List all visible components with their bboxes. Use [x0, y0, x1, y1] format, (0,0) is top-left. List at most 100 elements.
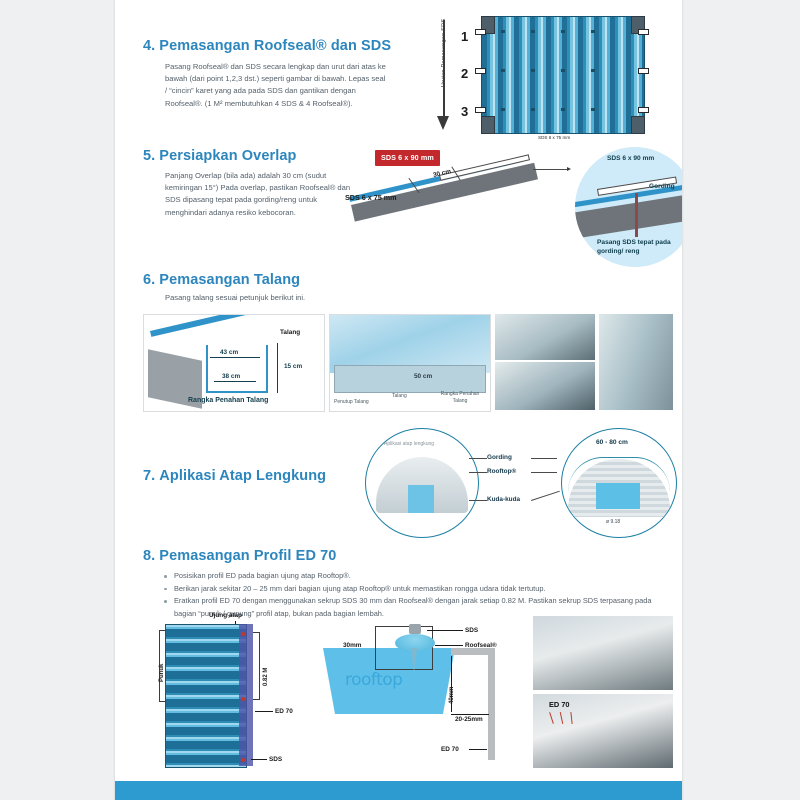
label-sds-6x75: SDS 6 x 75 mm	[345, 193, 397, 202]
roof-cap-bottom-right	[631, 116, 645, 134]
section-4-number: 4.	[143, 38, 156, 54]
screw-dot	[501, 108, 505, 111]
screw-marker	[475, 29, 486, 35]
section-8-bullets: Posisikan profil ED pada bagian ujung at…	[143, 570, 658, 620]
dim-20-25mm: 20-25mm	[455, 716, 483, 723]
section-4: 4.Pemasangan Roofseal® dan SDS Pasang Ro…	[143, 38, 391, 110]
sds-point	[241, 697, 245, 701]
section-7-number: 7.	[143, 468, 156, 484]
section-6: 6.Pemasangan Talang Pasang talang sesuai…	[143, 272, 443, 304]
leader-line	[531, 490, 560, 501]
page-content: 4.Pemasangan Roofseal® dan SDS Pasang Ro…	[115, 0, 682, 800]
overlap-zoom-bubble: SDS 6 x 90 mm Gording Pasang SDS tepat p…	[575, 147, 682, 267]
label-ujung-atap: Ujung atap	[209, 612, 243, 619]
arrow-head	[437, 116, 450, 130]
bullet-item: Eratkan profil ED 70 dengan menggunakan …	[161, 595, 658, 620]
label-talang-3d: Talang	[392, 393, 407, 399]
dim-0-82m: 0.82 M	[263, 667, 269, 686]
section-5-number: 5.	[143, 148, 156, 164]
arrow-shaft	[443, 20, 445, 118]
label-rooftop: Rooftop®	[487, 468, 517, 475]
screw-dot	[501, 69, 505, 72]
figure-4-caption: SDS 6 x 75 mm	[538, 135, 571, 140]
gutter-photo-1	[495, 314, 595, 360]
section-4-heading: 4.Pemasangan Roofseal® dan SDS	[143, 38, 391, 54]
screw-dot	[591, 69, 595, 72]
label-sds-left: SDS	[269, 756, 283, 763]
badge-sds-6x90: SDS 6 x 90 mm	[375, 150, 440, 166]
leader-line	[469, 472, 487, 473]
step-number-3: 3	[461, 104, 469, 119]
gutter-photo-2	[495, 362, 595, 410]
gutter-photo-3	[599, 314, 673, 410]
label-kuda-kuda: Kuda-kuda	[487, 496, 521, 503]
gutter-detail-panel: 43 cm 38 cm 15 cm Talang Rangka Penahan …	[143, 314, 325, 412]
page-footer-bar	[115, 781, 682, 800]
caption-aplikasi-atap-lengkung: Aplikasi atap lengkung	[384, 441, 435, 447]
screw-marker	[638, 68, 649, 74]
label-punuk: Punuk	[159, 663, 165, 682]
dim-line-38	[214, 381, 256, 382]
dim-line-40	[451, 656, 452, 712]
ed70-strip	[239, 624, 253, 766]
roof-sheet	[150, 315, 261, 337]
leader-line	[531, 472, 557, 473]
figure-overlap: SDS 6 x 90 mm SDS 6 x 75 mm 30 cm SDS 6 …	[343, 145, 682, 270]
vertical-axis-label: Urutan Pemasangan SDS	[441, 18, 447, 88]
roof-profile-corrugated	[165, 624, 247, 768]
label-rangka-penahan: Rangka Penahan Talang	[440, 391, 480, 404]
curve-guide-line	[568, 457, 670, 492]
leader-line	[255, 711, 273, 712]
ed70-elevation: Ujung atap Punuk 0.82 M ED 70 SDS	[153, 612, 323, 768]
gutter-3d-panel: 50 cm Penutup Talang Talang Rangka Penah…	[329, 314, 491, 412]
leader-line	[469, 500, 487, 501]
section-4-body: Pasang Roofseal® dan SDS secara lengkap …	[165, 62, 386, 108]
screw-shank	[411, 648, 417, 672]
label-penutup-talang: Penutup Talang	[334, 399, 369, 405]
figure-curved-roof: Aplikasi atap lengkung Gording Rooftop® …	[365, 428, 677, 540]
punuk-bracket	[159, 630, 166, 702]
dim-43cm: 43 cm	[220, 349, 239, 356]
ed70-section-detail: rooftop SDS Roofseal® 30mm 40mm 20-25mm …	[323, 618, 513, 768]
label-ed70-left: ED 70	[275, 708, 293, 715]
dim-30mm: 30mm	[343, 642, 362, 649]
roof-surface	[330, 315, 490, 373]
screw-dot	[531, 69, 535, 72]
section-5-body: Panjang Overlap (bila ada) adalah 30 cm …	[165, 171, 351, 217]
photo-arrow-icon	[570, 711, 573, 725]
section-8-number: 8.	[143, 548, 156, 564]
screw-marker	[475, 107, 486, 113]
building-opening	[408, 485, 434, 513]
zoom-label-gording: Gording	[649, 183, 675, 190]
figure-sds-order: Urutan Pemasangan SDS 1 2 3 SDS 6 x 75 m…	[425, 8, 670, 144]
dim-38cm: 38 cm	[222, 373, 241, 380]
leader-line	[469, 749, 487, 750]
section-6-number: 6.	[143, 272, 156, 288]
curved-roof-bubble-left: Aplikasi atap lengkung	[365, 428, 479, 538]
screw-dot	[591, 30, 595, 33]
leader-arrow-icon	[567, 166, 571, 171]
screw-dot	[561, 30, 565, 33]
leader-line	[435, 645, 463, 646]
section-5-title: Persiapkan Overlap	[159, 148, 297, 164]
dim-line-15	[277, 343, 278, 393]
leader-line	[469, 458, 487, 459]
step-number-2: 2	[461, 66, 469, 81]
figure-ed70: Ujung atap Punuk 0.82 M ED 70 SDS roofto…	[143, 612, 673, 772]
manual-page: 4.Pemasangan Roofseal® dan SDS Pasang Ro…	[115, 0, 682, 800]
label-ed70-photo: ED 70	[549, 700, 570, 709]
screw-dot	[531, 30, 535, 33]
zoom-caption: Pasang SDS tepat pada gording/ reng	[597, 239, 671, 255]
section-5: 5.Persiapkan Overlap Panjang Overlap (bi…	[143, 148, 358, 219]
sds-point	[241, 632, 245, 636]
label-ed70-mid: ED 70	[441, 746, 459, 753]
dim-line-20-25	[451, 714, 489, 715]
roofseal-washer	[395, 634, 435, 652]
screw-dot	[501, 30, 505, 33]
screw-marker	[475, 68, 486, 74]
dim-50cm: 50 cm	[414, 373, 433, 380]
ed70-photo-bottom: ED 70	[533, 694, 673, 768]
roof-sheet-illustration	[481, 16, 645, 134]
sds-point	[241, 758, 245, 762]
leader-line	[531, 458, 557, 459]
